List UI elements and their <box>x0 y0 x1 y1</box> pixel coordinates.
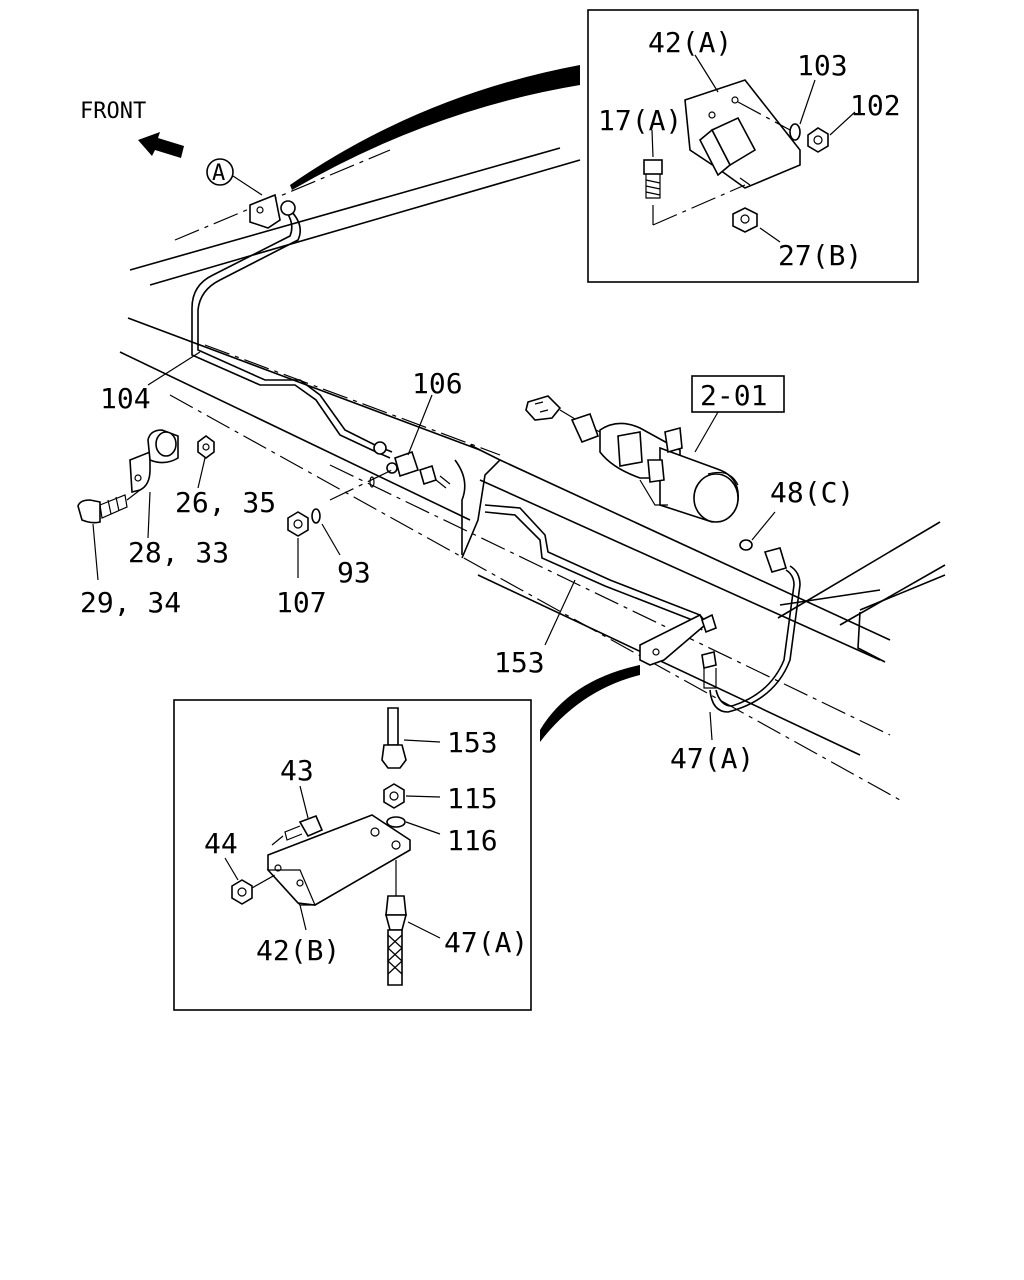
label-153: 153 <box>494 646 545 679</box>
label-47a-inset: 47(A) <box>444 926 528 959</box>
three-way-connector-106: 106 <box>329 367 463 501</box>
pipe-fitting <box>280 200 296 216</box>
brake-pipe-153: 153 <box>484 504 717 689</box>
label-48c: 48(C) <box>770 476 854 509</box>
callout-wedge-a <box>290 65 580 190</box>
nut-26-35 <box>197 435 215 459</box>
label-44: 44 <box>204 827 238 860</box>
pipe-clip-a <box>249 193 281 229</box>
bolt-43 <box>298 814 324 838</box>
brake-pipe-104 <box>191 193 393 459</box>
view-a-letter: A <box>212 161 225 186</box>
label-93: 93 <box>337 556 371 589</box>
front-arrow-icon <box>138 132 184 158</box>
bracket-42b <box>267 814 411 906</box>
label-27b: 27(B) <box>778 239 862 272</box>
label-115: 115 <box>447 782 498 815</box>
label-29-34: 29, 34 <box>80 586 181 619</box>
washer-116 <box>386 816 406 828</box>
callout-wedge-b <box>540 665 640 742</box>
label-42a: 42(A) <box>648 26 732 59</box>
clamp-28-33 <box>129 450 151 494</box>
label-107: 107 <box>276 586 327 619</box>
nut-44 <box>231 879 253 905</box>
label-47a: 47(A) <box>670 742 754 775</box>
label-42b: 42(B) <box>256 934 340 967</box>
inset-box-a: 42(A) 17(A) 103 102 27(B) <box>587 9 919 283</box>
frame-outline <box>119 147 946 801</box>
hose-braid <box>387 929 403 986</box>
front-label: FRONT <box>80 99 146 124</box>
assembly-ref-box <box>691 375 785 413</box>
label-153-inset: 153 <box>447 726 498 759</box>
clamp-assembly-left: 26, 35 28, 33 29, 34 <box>77 429 276 619</box>
label-106: 106 <box>412 367 463 400</box>
clutch-master-cylinder: 2-01 <box>525 375 785 523</box>
washer-48c <box>739 539 753 551</box>
label-26-35: 26, 35 <box>175 486 276 519</box>
label-104: 104 <box>100 382 151 415</box>
bracket-42b-installed <box>639 613 706 666</box>
label-43: 43 <box>280 754 314 787</box>
label-116: 116 <box>447 824 498 857</box>
front-direction-indicator: FRONT <box>80 99 184 158</box>
label-2-01: 2-01 <box>700 379 767 412</box>
washer-93 <box>311 508 321 524</box>
inset-box-b: 153 115 116 43 44 42(B) 47(A) <box>173 699 532 1011</box>
nut-102 <box>807 127 829 153</box>
nut-27b <box>732 207 758 233</box>
bolt-29-34 <box>77 489 141 524</box>
view-a-marker: A <box>206 158 263 196</box>
washer-103 <box>789 123 801 141</box>
flexible-hose-47a: 48(C) 47(A) <box>670 476 854 775</box>
label-17a: 17(A) <box>598 104 682 137</box>
label-103: 103 <box>797 49 848 82</box>
nut-107 <box>287 511 309 537</box>
label-28-33: 28, 33 <box>128 536 229 569</box>
nut-115 <box>383 783 405 809</box>
bolt-17a <box>643 159 746 226</box>
label-102: 102 <box>850 89 901 122</box>
